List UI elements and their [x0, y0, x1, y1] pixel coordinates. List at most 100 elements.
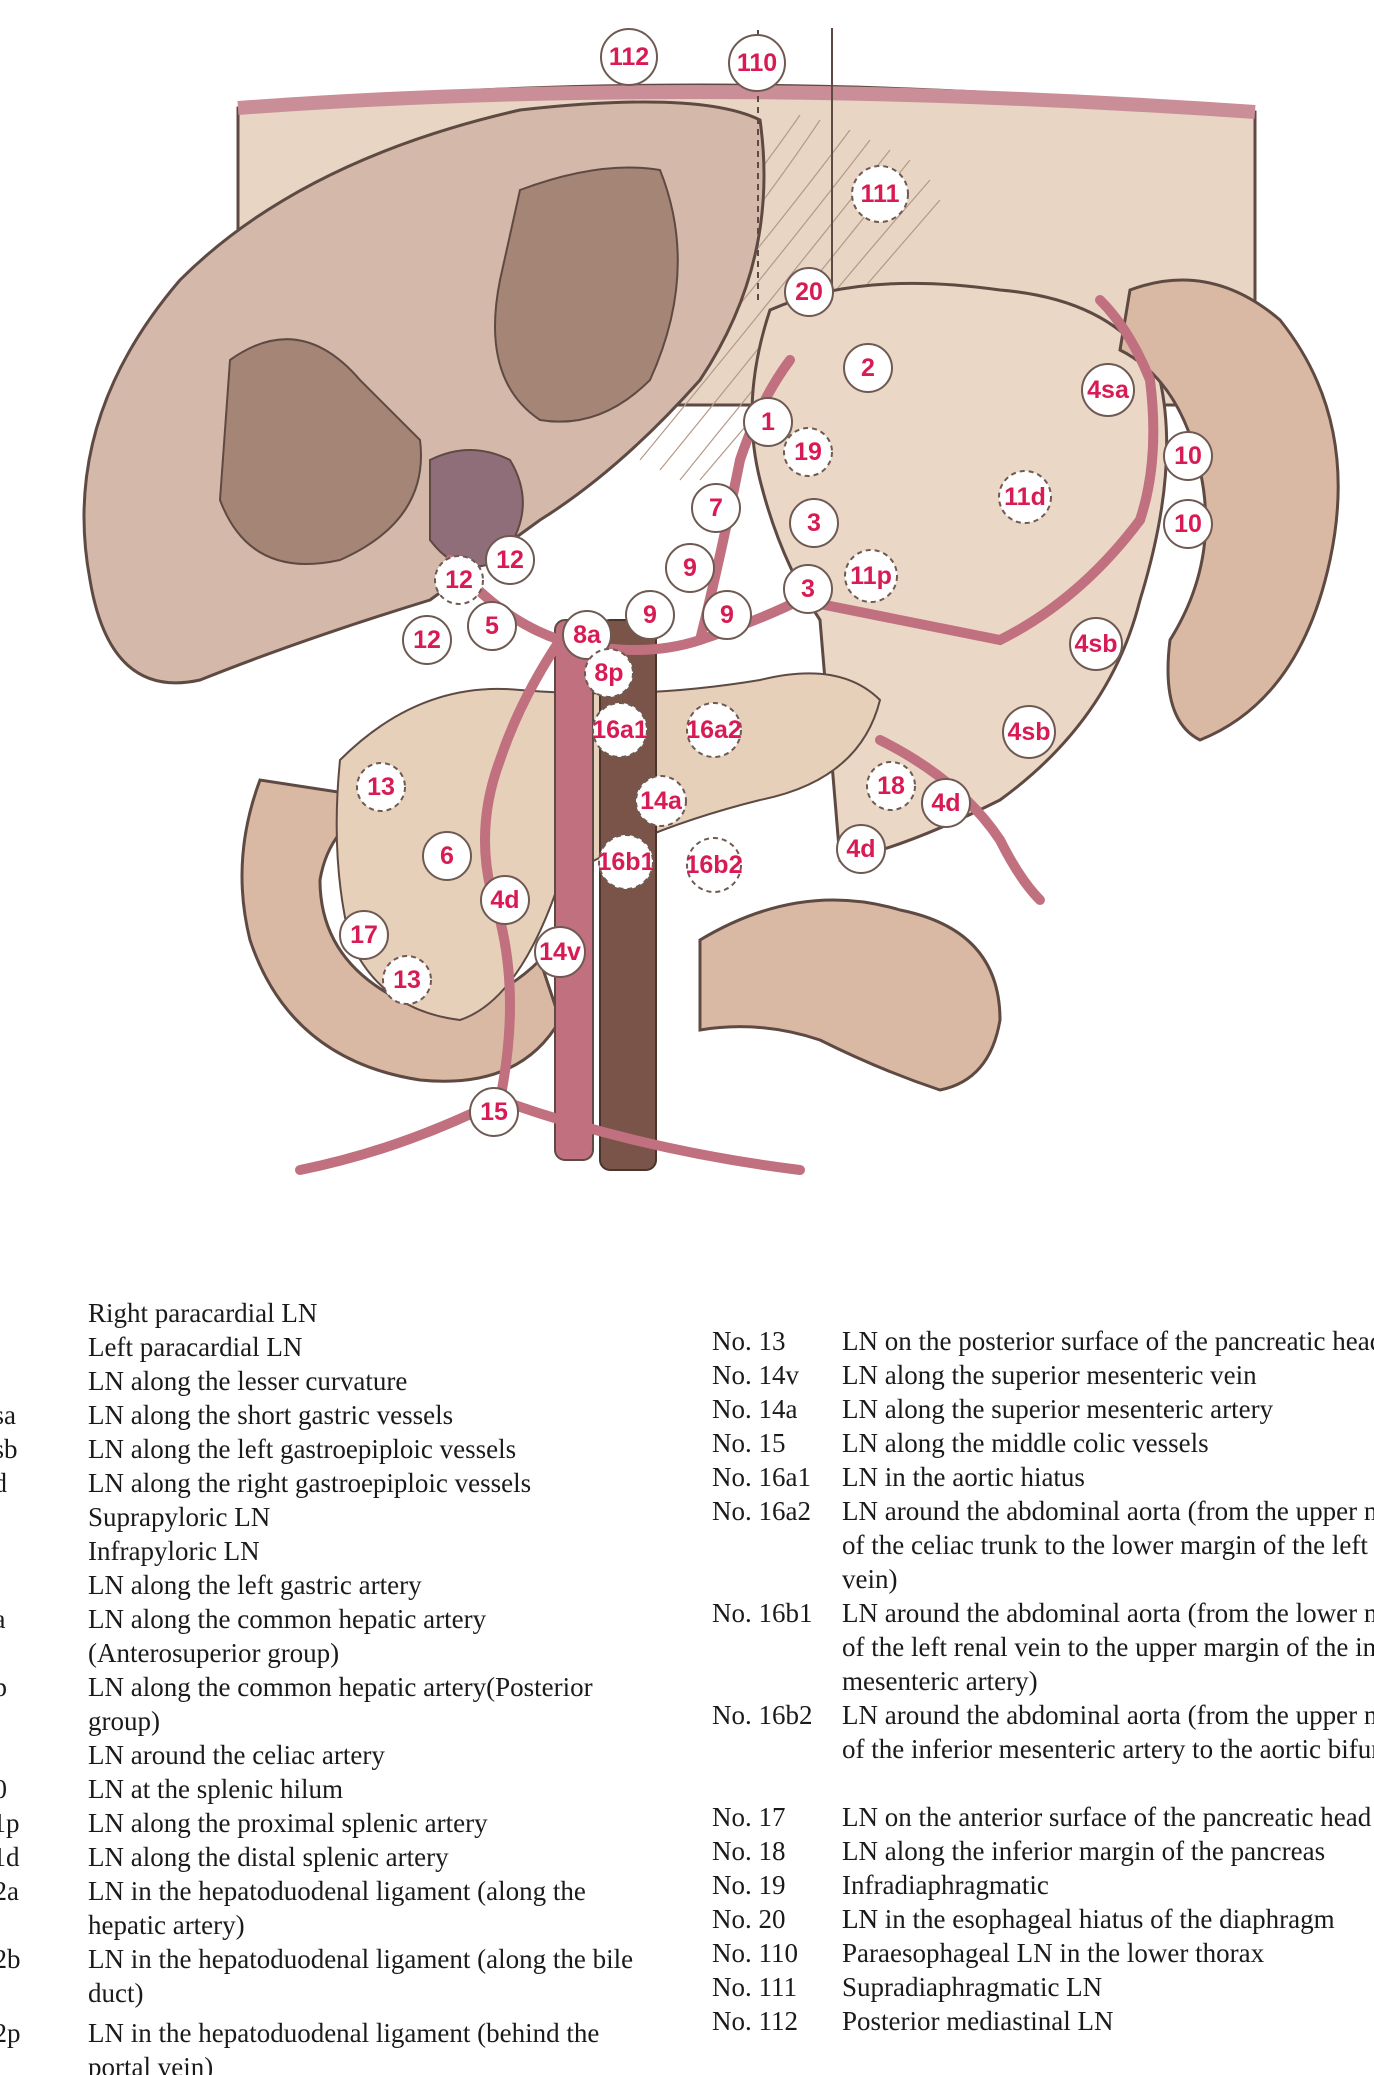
legend-number: No. 16b1 [712, 1598, 813, 1628]
legend-number: No. 14a [712, 1394, 798, 1424]
svg-text:12: 12 [496, 546, 524, 574]
svg-text:9: 9 [720, 601, 734, 629]
lymph-node-label: 16b1 [598, 834, 655, 890]
svg-text:9: 9 [643, 601, 657, 629]
legend-number: 8a [0, 1602, 5, 1636]
legend-description: LN in the hepatoduodenal ligament (along… [88, 1876, 586, 1940]
legend-description: LN along the middle colic vessels [842, 1428, 1209, 1458]
svg-text:8a: 8a [573, 621, 602, 649]
svg-text:4d: 4d [846, 835, 875, 863]
lymph-node-label: 13 [356, 762, 406, 812]
svg-text:17: 17 [350, 921, 378, 949]
lymph-node-label: 12 [434, 555, 484, 605]
legend-description: LN along the short gastric vessels [88, 1400, 454, 1430]
legend-number: No. 19 [712, 1870, 786, 1900]
svg-text:4d: 4d [931, 789, 960, 817]
legend-description: LN in the hepatoduodenal ligament (behin… [88, 2018, 600, 2075]
svg-text:18: 18 [877, 772, 905, 800]
legend-number: No. 110 [712, 1938, 798, 1968]
lymph-node-label: 20 [784, 267, 834, 317]
svg-text:14v: 14v [539, 938, 581, 966]
lymph-node-label: 16a1 [592, 702, 648, 758]
vena-cava [554, 619, 594, 1161]
lymph-node-label: 4d [480, 875, 530, 925]
legend-number: 11p [0, 1808, 20, 1838]
lymph-node-label: 18 [866, 761, 916, 811]
legend-number: No. 20 [712, 1904, 786, 1934]
lymph-node-label: 7 [691, 483, 741, 533]
legend-description: LN around the abdominal aorta (from the … [842, 1496, 1374, 1594]
lymph-node-label: 1 [743, 397, 793, 447]
lymph-node-label: 2 [843, 343, 893, 393]
lymph-node-label: 111 [851, 165, 909, 223]
lymph-node-label: 3 [783, 564, 833, 614]
lymph-node-label: 9 [702, 590, 752, 640]
svg-text:14a: 14a [640, 787, 683, 815]
legend-number: No. 16a2 [712, 1496, 811, 1526]
svg-text:1: 1 [761, 408, 775, 436]
legend-description: LN on the posterior surface of the pancr… [842, 1326, 1374, 1356]
legend-description: LN in the hepatoduodenal ligament (along… [88, 1944, 634, 2008]
lymph-node-label: 11p [844, 549, 898, 603]
svg-text:13: 13 [367, 773, 395, 801]
svg-text:112: 112 [609, 43, 649, 71]
legend-number: No. 112 [712, 2006, 798, 2036]
legend-description: LN along the distal splenic artery [88, 1842, 449, 1872]
liver-caudate-lobe [494, 166, 679, 423]
legend-description: LN along the right gastroepiploic vessel… [88, 1468, 532, 1498]
svg-text:15: 15 [480, 1098, 508, 1126]
svg-text:11d: 11d [1004, 483, 1046, 511]
svg-text:19: 19 [794, 438, 822, 466]
lymph-node-label: 4sb [1002, 705, 1056, 759]
legend-description: LN along the left gastroepiploic vessels [88, 1434, 517, 1464]
legend-description: Right paracardial LN [88, 1298, 318, 1328]
legend-description: LN along the inferior margin of the panc… [842, 1836, 1326, 1866]
svg-text:9: 9 [683, 554, 697, 582]
legend-number: No. 18 [712, 1836, 786, 1866]
legend-number: No. 15 [712, 1428, 786, 1458]
legend-number: 4sb [0, 1434, 18, 1464]
lymph-node-label: 16b2 [686, 837, 743, 893]
svg-text:5: 5 [485, 612, 499, 640]
svg-text:4sb: 4sb [1007, 718, 1050, 746]
lymph-node-label: 12 [485, 535, 535, 585]
lymph-node-label: 14a [635, 775, 687, 827]
lymph-node-label: 17 [339, 910, 389, 960]
lymph-node-label: 6 [422, 831, 472, 881]
legend-number: 11d [0, 1842, 20, 1872]
anatomy-figure: 112 110 111 20 2 4sa 1 19 10 11d 10 7 3 … [82, 28, 1340, 1175]
lymph-node-label: 112 [600, 28, 658, 86]
lymph-node-label: 4sa [1081, 363, 1135, 417]
legend-description: LN on the anterior surface of the pancre… [842, 1802, 1372, 1832]
lymph-node-label: 12 [402, 615, 452, 665]
legend-number: No. 14v [712, 1360, 799, 1390]
legend-description: Supradiaphragmatic LN [842, 1972, 1103, 2002]
legend-number: 4sa [0, 1400, 16, 1430]
svg-text:3: 3 [807, 509, 821, 537]
lymph-node-label: 19 [783, 427, 833, 477]
svg-text:3: 3 [801, 575, 815, 603]
legend-description: LN along the common hepatic artery(Poste… [88, 1672, 593, 1736]
liver-right-lobe [218, 338, 422, 565]
svg-text:111: 111 [861, 180, 900, 208]
legend-number: No. 16b2 [712, 1700, 813, 1730]
legend-number: No. 17 [712, 1802, 786, 1832]
lymph-node-label: 110 [728, 34, 786, 92]
legend-number: 8p [0, 1672, 7, 1702]
legend-left: 1Right paracardial LN 2Left paracardial … [0, 1296, 660, 2075]
lymph-node-label: 14v [534, 926, 586, 978]
svg-text:110: 110 [737, 49, 777, 77]
lymph-node-label: 4d [836, 824, 886, 874]
svg-text:4sa: 4sa [1087, 376, 1130, 404]
lymph-node-label: 16a2 [686, 702, 742, 758]
lymph-node-label: 10 [1163, 431, 1213, 481]
legend-number: No. 16a1 [712, 1462, 811, 1492]
svg-text:16b2: 16b2 [686, 851, 743, 879]
legend-number: No. 13 [712, 1326, 786, 1356]
lymph-node-label: 9 [625, 590, 675, 640]
legend-description: Posterior mediastinal LN [842, 2006, 1114, 2036]
lymph-node-label: 10 [1163, 499, 1213, 549]
svg-text:12: 12 [445, 566, 473, 594]
diaphragm-pleura [237, 84, 1256, 119]
